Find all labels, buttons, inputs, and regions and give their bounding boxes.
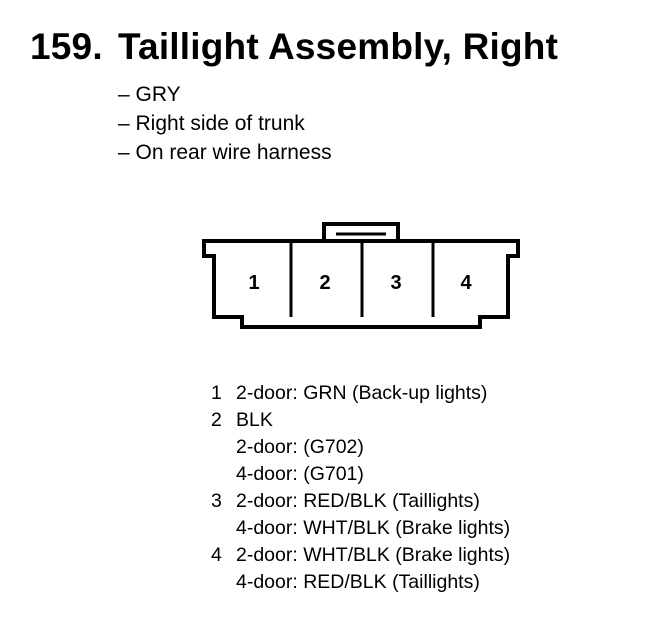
connector-diagram: 1 2 3 4 xyxy=(202,222,520,329)
pin-3-line-1: 2-door: RED/BLK (Taillights) xyxy=(236,490,480,512)
note-color: – GRY xyxy=(118,83,181,106)
pin-2-line-3: 4-door: (G701) xyxy=(236,463,364,485)
cavity-number-4: 4 xyxy=(460,272,472,294)
pin-1-line-1: 2-door: GRN (Back-up lights) xyxy=(236,382,488,404)
connector-lock-tab xyxy=(322,222,400,241)
pin-number: 2 xyxy=(211,409,222,431)
component-title: Taillight Assembly, Right xyxy=(118,26,559,67)
note-location: – Right side of trunk xyxy=(118,112,305,135)
component-number: 159. xyxy=(30,26,103,67)
pin-row-3: 3 2-door: RED/BLK (Taillights) 4-door: W… xyxy=(203,488,510,542)
pin-row-4: 4 2-door: WHT/BLK (Brake lights) 4-door:… xyxy=(203,542,510,596)
pin-2-line-1: BLK xyxy=(236,409,273,431)
component-notes: – GRY – Right side of trunk – On rear wi… xyxy=(118,80,332,167)
pin-row-1: 1 2-door: GRN (Back-up lights) xyxy=(203,380,510,407)
pin-4-line-2: 4-door: RED/BLK (Taillights) xyxy=(236,571,480,593)
cavity-number-3: 3 xyxy=(390,272,401,294)
note-harness: – On rear wire harness xyxy=(118,141,332,164)
pin-number: 3 xyxy=(211,490,222,512)
pin-number: 1 xyxy=(211,382,222,404)
pin-3-line-2: 4-door: WHT/BLK (Brake lights) xyxy=(236,517,511,539)
pin-assignment-list: 1 2-door: GRN (Back-up lights) 2 BLK 2-d… xyxy=(203,380,510,596)
pin-row-2: 2 BLK 2-door: (G702) 4-door: (G701) xyxy=(203,407,510,488)
page-title: 159. Taillight Assembly, Right xyxy=(30,26,558,68)
pin-2-line-2: 2-door: (G702) xyxy=(236,436,364,458)
cavity-number-1: 1 xyxy=(248,272,259,294)
cavity-number-2: 2 xyxy=(319,272,330,294)
pin-4-line-1: 2-door: WHT/BLK (Brake lights) xyxy=(236,544,511,566)
connector-housing xyxy=(202,239,520,329)
pin-number: 4 xyxy=(211,544,222,566)
